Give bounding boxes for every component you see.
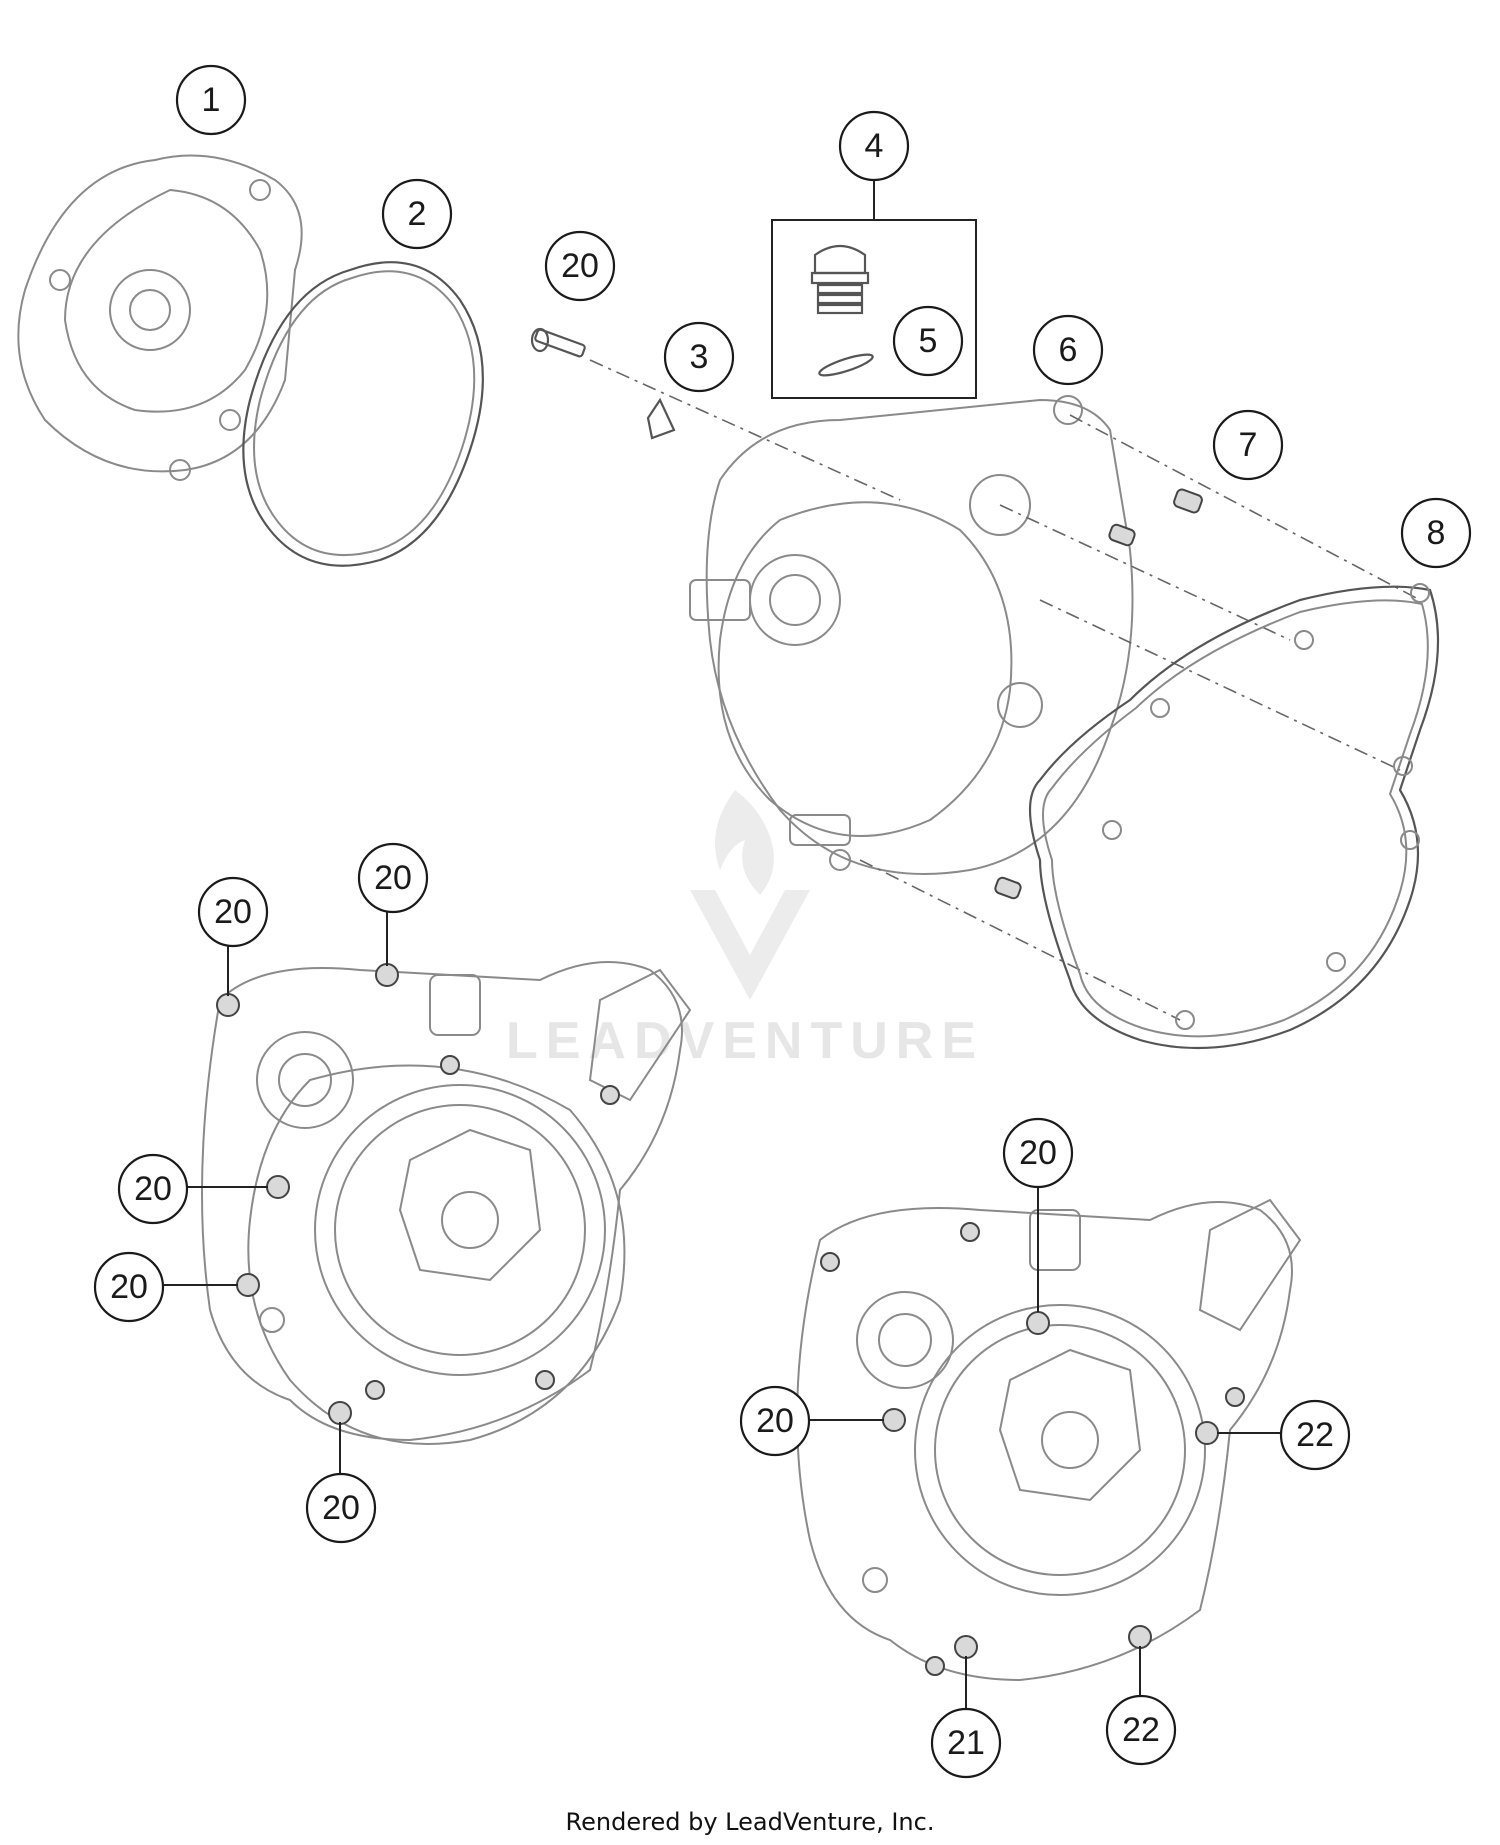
left-ignition-cover — [201, 961, 692, 1445]
leader-dash-7a — [1069, 414, 1421, 601]
callout-6: 6 — [1032, 314, 1104, 386]
leadventure-watermark: LEADVENTURE — [506, 790, 984, 1070]
leader-dash-bolt — [589, 359, 901, 501]
right-ignition-cover — [796, 1198, 1302, 1682]
leader-dash-7c — [1039, 599, 1401, 771]
svg-text:4: 4 — [865, 127, 884, 165]
callout-20-left-d: 20 — [93, 1251, 165, 1323]
callout-7: 7 — [1212, 409, 1284, 481]
svg-text:20: 20 — [374, 859, 412, 897]
callout-3: 3 — [663, 321, 735, 393]
svg-text:20: 20 — [322, 1489, 360, 1527]
part-7-dowels — [994, 488, 1203, 900]
part-4-kit-box — [771, 178, 977, 399]
callout-22-a: 22 — [1279, 1399, 1351, 1471]
footer-credit: Rendered by LeadVenture, Inc. — [565, 1808, 935, 1836]
callout-20-right-b: 20 — [739, 1385, 811, 1457]
callout-20-left-a: 20 — [197, 876, 269, 948]
svg-text:22: 22 — [1296, 1416, 1334, 1454]
callout-22-b: 22 — [1105, 1694, 1177, 1766]
svg-text:1: 1 — [202, 81, 221, 119]
part-2-gasket — [242, 261, 484, 567]
callout-20-top: 20 — [544, 230, 616, 302]
leader-lines-left — [163, 908, 388, 1473]
svg-text:2: 2 — [408, 195, 427, 233]
svg-text:20: 20 — [214, 893, 252, 931]
watermark-text: LEADVENTURE — [506, 1012, 984, 1070]
svg-text:20: 20 — [110, 1268, 148, 1306]
svg-text:6: 6 — [1059, 331, 1078, 369]
svg-text:20: 20 — [561, 247, 599, 285]
part-20-bolt-top — [530, 327, 586, 358]
part-8-gasket — [1028, 583, 1440, 1050]
leader-dash-7d — [859, 859, 1181, 1021]
callout-20-left-e: 20 — [305, 1472, 377, 1544]
callout-20-left-b: 20 — [357, 842, 429, 914]
callout-21: 21 — [930, 1707, 1002, 1779]
svg-text:20: 20 — [1019, 1134, 1057, 1172]
svg-text:20: 20 — [756, 1402, 794, 1440]
callout-20-left-c: 20 — [117, 1153, 189, 1225]
svg-text:8: 8 — [1427, 514, 1446, 552]
part-3-washer — [646, 397, 676, 440]
part-6-clutch-cover — [689, 395, 1134, 875]
callout-1: 1 — [175, 64, 247, 136]
svg-text:3: 3 — [690, 338, 709, 376]
callout-2: 2 — [381, 178, 453, 250]
callout-8: 8 — [1400, 497, 1472, 569]
svg-text:22: 22 — [1122, 1711, 1160, 1749]
callout-4: 4 — [838, 110, 910, 182]
leader-lines-right — [810, 1185, 1280, 1708]
callout-20-right-a: 20 — [1002, 1117, 1074, 1189]
part-1-outer-cover — [17, 154, 303, 481]
callout-5: 5 — [892, 305, 964, 377]
svg-text:21: 21 — [947, 1724, 985, 1762]
svg-text:7: 7 — [1239, 426, 1258, 464]
svg-text:5: 5 — [919, 322, 938, 360]
svg-text:20: 20 — [134, 1170, 172, 1208]
leader-dash-7b — [999, 504, 1291, 641]
